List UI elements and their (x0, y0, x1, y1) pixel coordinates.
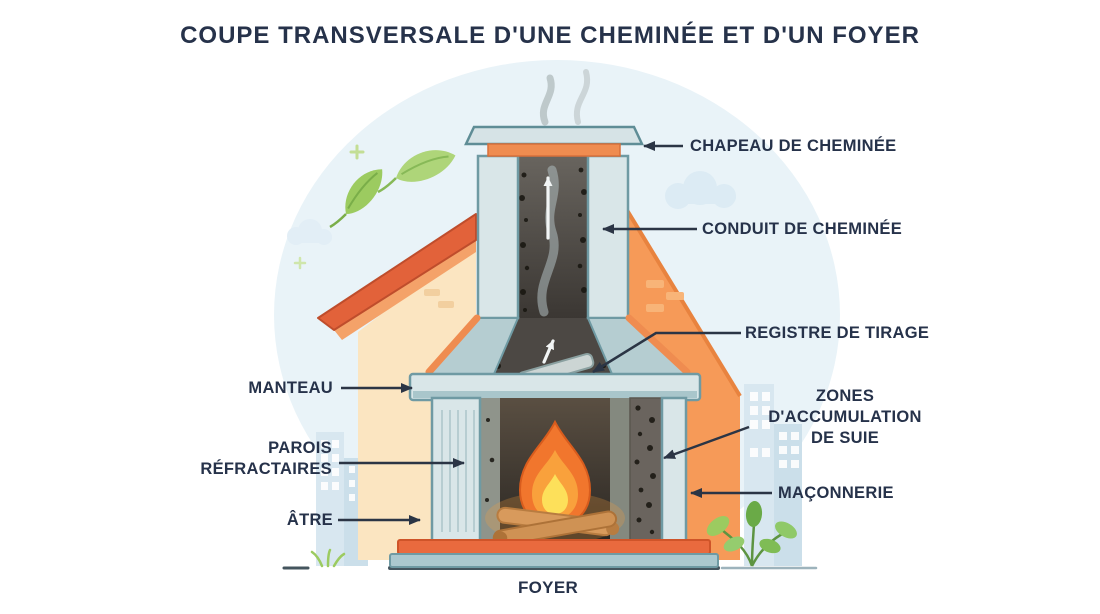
label-line: PAROIS (268, 439, 332, 457)
label-chapeau-de-cheminee: CHAPEAU DE CHEMINÉE (690, 137, 897, 155)
brick-marks-right (646, 280, 684, 312)
label-maconnerie: MAÇONNERIE (778, 484, 894, 502)
label-parois-refractaires: PAROIS RÉFRACTAIRES (138, 438, 332, 480)
mantel-understrip (413, 391, 697, 398)
refractory-wall-right (610, 398, 630, 542)
shoulder-trim-left (425, 314, 481, 376)
label-arrows (338, 141, 772, 525)
label-manteau: MANTEAU (248, 379, 333, 397)
soot-accumulation-zone (629, 397, 663, 543)
roof (317, 213, 477, 331)
label-line: DE SUIE (810, 428, 880, 447)
label-line: ZONES (815, 387, 875, 405)
label-line: D'ACCUMULATION (768, 407, 922, 426)
leaves-top-left (293, 144, 456, 270)
soot-speckles-firebox (485, 405, 656, 535)
brick-marks-left (424, 289, 454, 308)
smoke-above-cap (539, 69, 591, 126)
label-foyer: FOYER (517, 578, 579, 597)
label-atre: ÂTRE (286, 511, 333, 529)
chimney-column-right (586, 154, 630, 320)
refractory-wall-left (480, 398, 500, 542)
arrow-zones (663, 425, 750, 460)
fireplace-leg-right (660, 396, 688, 544)
hearth-slab (397, 539, 711, 555)
sparkle-icon (349, 144, 365, 160)
chimney-crown (487, 143, 621, 157)
cloud-left-icon (287, 219, 332, 245)
label-line: RÉFRACTAIRES (200, 459, 332, 478)
fireplace-leg-left (430, 396, 482, 544)
bush-bottom-right (706, 501, 797, 567)
draft-arrow-small (542, 339, 555, 364)
leg-fluting (441, 410, 475, 532)
leaf-icon (345, 169, 383, 215)
chimney-column-left (476, 154, 520, 320)
city-buildings-right (744, 384, 802, 566)
label-zones-accumulation-suie: ZONES D'ACCUMULATION DE SUIE (757, 386, 933, 449)
flame-inner (542, 474, 568, 514)
grass-bottom-left (310, 548, 346, 568)
label-registre-de-tirage: REGISTRE DE TIRAGE (745, 324, 930, 342)
chimney-cap (464, 125, 644, 146)
label-conduit-de-cheminee: CONDUIT DE CHEMINÉE (702, 220, 903, 238)
smoke-in-flue (537, 165, 559, 317)
fire-illustration (485, 419, 625, 547)
roof-underside (334, 240, 476, 340)
page-title: COUPE TRANSVERSALE D'UNE CHEMINÉE ET D'U… (180, 22, 920, 49)
fireplace-illustration (389, 372, 719, 568)
shoulder-trim-right (625, 314, 691, 376)
cloud-top-right-icon (665, 171, 736, 209)
hearth-base (389, 553, 719, 568)
leaf-icon (396, 150, 456, 182)
arrow-registre (592, 331, 741, 374)
sparkle-icon (293, 256, 307, 270)
